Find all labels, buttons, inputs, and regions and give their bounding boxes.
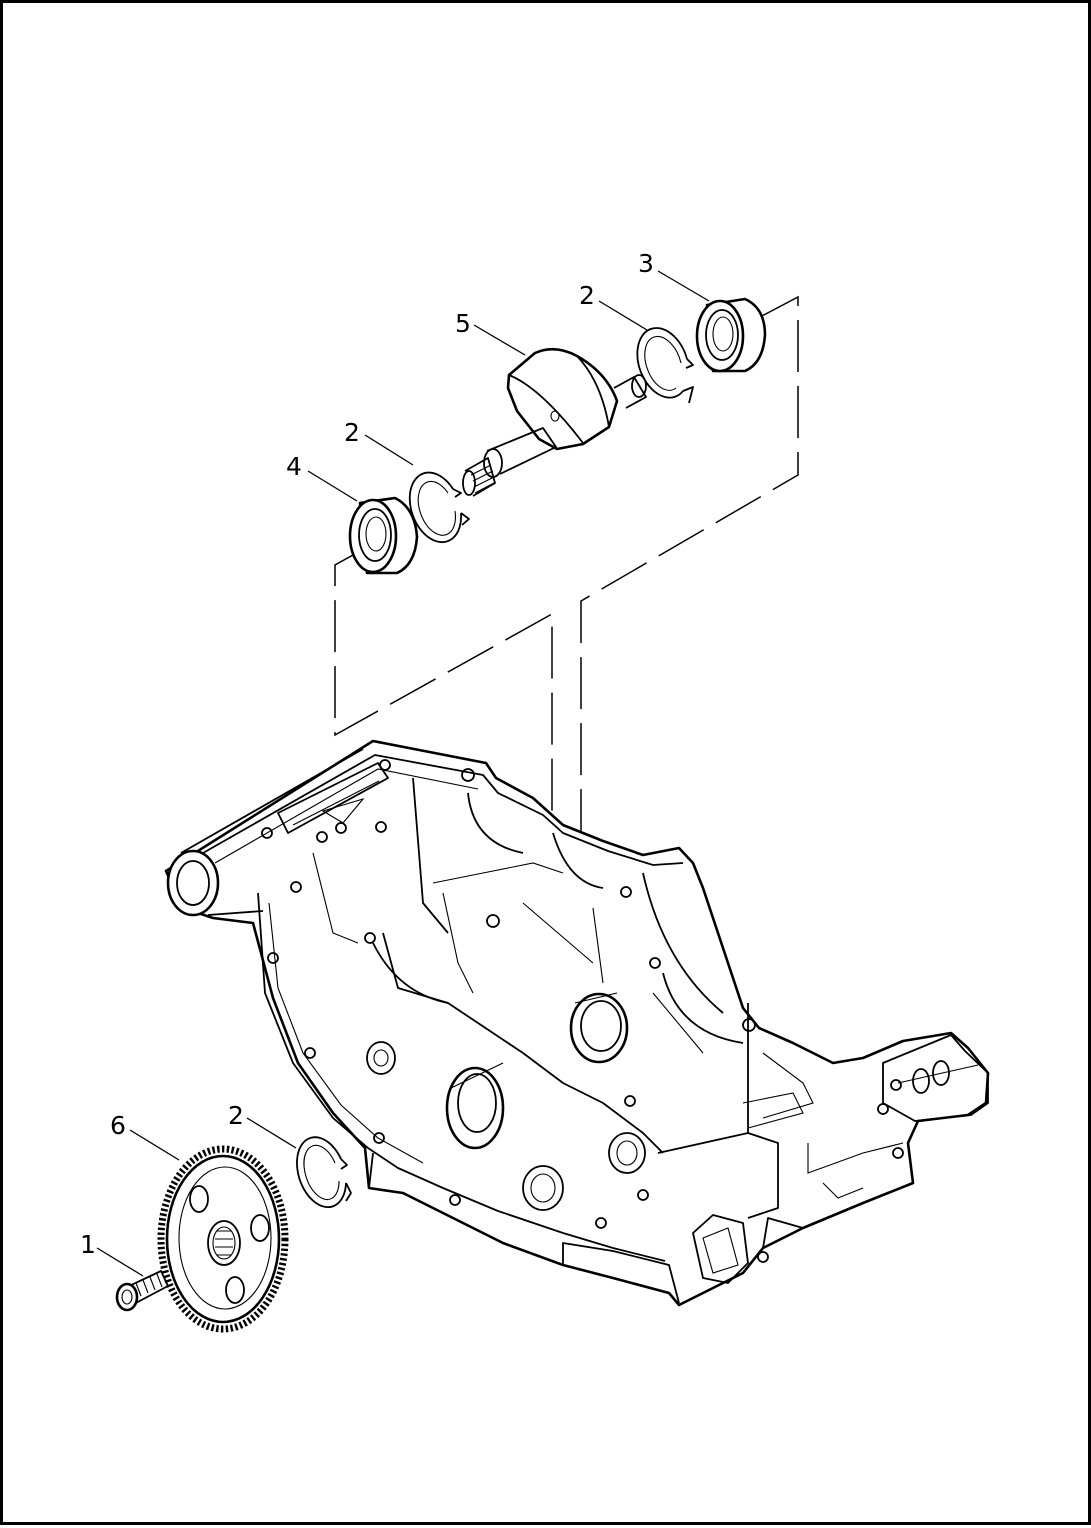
retaining-ring-upper-right	[636, 327, 694, 404]
callout-2-upper-left: 2	[344, 418, 360, 447]
gear-part-6	[157, 1145, 289, 1333]
callout-3: 3	[638, 249, 654, 278]
callout-leader-lines	[96, 270, 710, 1277]
callout-2-upper-right: 2	[579, 281, 595, 310]
callout-4: 4	[286, 452, 302, 481]
callout-5: 5	[455, 309, 471, 338]
callout-2-lower: 2	[228, 1101, 244, 1130]
crankcase-housing	[164, 739, 990, 1307]
callout-6: 6	[110, 1111, 126, 1140]
diagram-canvas: 3 2 5 2 4 2 6 1	[80, 249, 990, 1333]
retaining-ring-lower	[296, 1136, 352, 1209]
bearing-part-3	[695, 297, 767, 373]
bearing-part-4	[348, 496, 419, 575]
callout-1: 1	[80, 1230, 96, 1259]
crankcase-bolt-holes	[261, 759, 904, 1263]
flywheel-half-part-5	[462, 347, 647, 497]
bolt-part-1	[115, 1270, 169, 1312]
assembly-guide-lines	[334, 295, 799, 1003]
retaining-ring-upper-left	[408, 471, 470, 544]
callout-labels: 3 2 5 2 4 2 6 1	[80, 249, 654, 1259]
